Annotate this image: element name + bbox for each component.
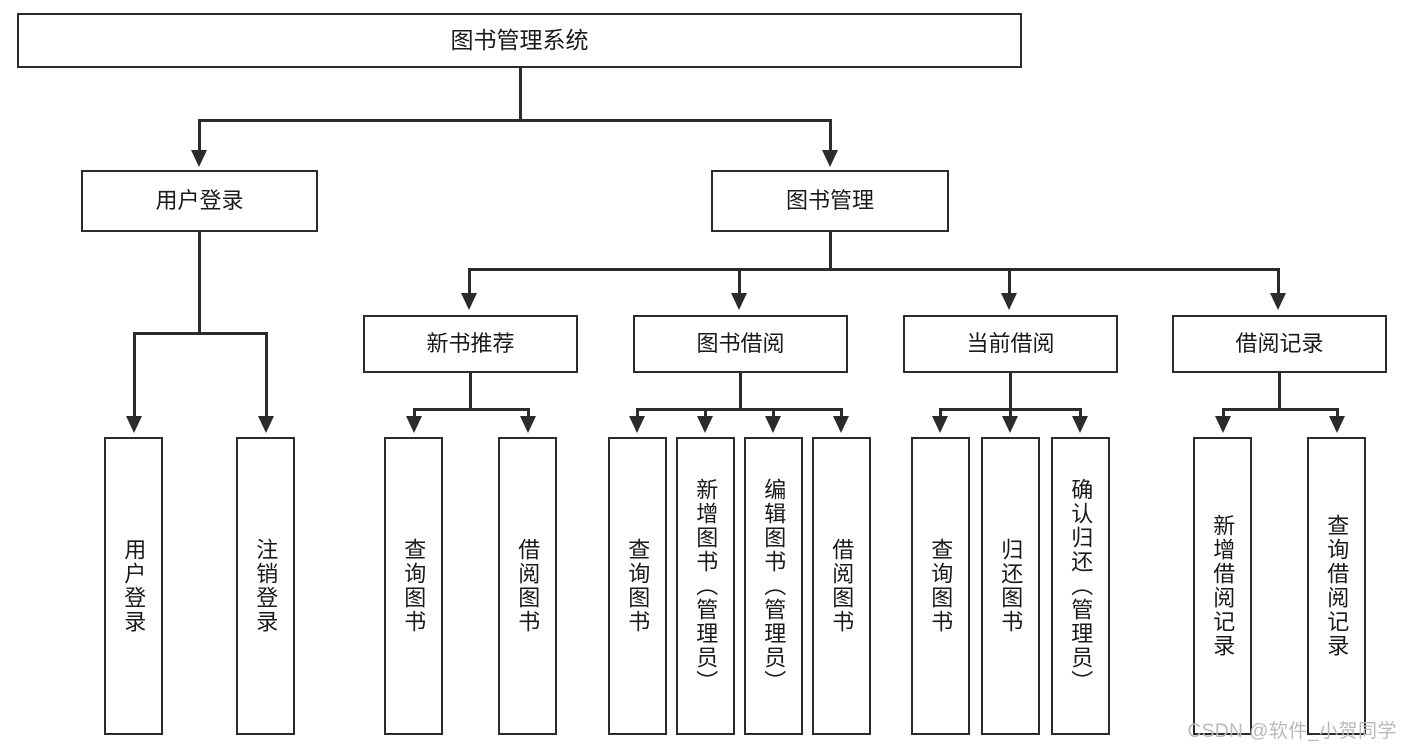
node-label: 借阅图书 [515, 538, 541, 634]
connector-book-mgmt-to-book-borrow [738, 268, 741, 295]
node-borrow-records[interactable]: 借阅记录 [1172, 315, 1387, 373]
node-label: 查询借阅记录 [1324, 514, 1350, 658]
connector-book-mgmt-bus [468, 268, 1280, 271]
connector-borrow-records-stem [1278, 373, 1281, 410]
connector-user-login-to-leaf-1 [133, 332, 136, 417]
node-label: 当前借阅 [966, 331, 1055, 357]
leaf-query-book-borrow[interactable]: 查询图书 [608, 437, 667, 735]
node-current-borrowing[interactable]: 当前借阅 [903, 315, 1118, 373]
node-root-system[interactable]: 图书管理系统 [17, 13, 1022, 68]
connector-root-stem [519, 68, 522, 121]
arrowhead-leaf-query-book-1 [406, 416, 422, 433]
arrowhead-current-borrow [1001, 293, 1017, 310]
connector-book-borrow-to-leaf-2 [704, 408, 707, 417]
node-label: 图书管理 [785, 188, 874, 214]
connector-root-bus [198, 119, 832, 122]
node-label: 查询图书 [625, 538, 651, 634]
connector-user-login-to-leaf-2 [265, 332, 268, 417]
leaf-query-book-new-rec[interactable]: 查询图书 [384, 437, 443, 735]
connector-borrow-records-bus [1222, 408, 1339, 411]
arrowhead-leaf-add-record [1215, 416, 1231, 433]
node-label: 新增借阅记录 [1210, 514, 1236, 658]
connector-current-borrow-to-leaf-3 [1079, 408, 1082, 417]
node-label: 新书推荐 [426, 331, 515, 357]
arrowhead-leaf-user-login [126, 416, 142, 433]
connector-user-login-stem [198, 232, 201, 334]
arrowhead-leaf-borrow-book-1 [520, 416, 536, 433]
node-user-login[interactable]: 用户登录 [81, 170, 318, 232]
leaf-edit-book-admin[interactable]: 编辑图书（管理员） [744, 437, 803, 735]
node-label: 编辑图书（管理员） [761, 478, 787, 694]
connector-new-book-bus [413, 408, 530, 411]
arrowhead-leaf-query-record [1329, 416, 1345, 433]
leaf-logout[interactable]: 注销登录 [236, 437, 295, 735]
node-label: 用户登录 [121, 538, 147, 634]
leaf-borrow-book-new-rec[interactable]: 借阅图书 [498, 437, 557, 735]
node-label: 注销登录 [253, 538, 279, 634]
watermark-text: CSDN @软件_小贺同学 [1187, 721, 1397, 742]
leaf-user-login[interactable]: 用户登录 [104, 437, 163, 735]
arrowhead-new-book-rec [461, 293, 477, 310]
node-label: 用户登录 [155, 188, 244, 214]
node-label: 查询图书 [401, 538, 427, 634]
node-new-book-recommendation[interactable]: 新书推荐 [363, 315, 578, 373]
connector-book-borrow-to-leaf-4 [840, 408, 843, 417]
arrowhead-leaf-add-book [697, 416, 713, 433]
node-book-borrowing[interactable]: 图书借阅 [633, 315, 848, 373]
arrowhead-borrow-records [1270, 293, 1286, 310]
connector-book-borrow-to-leaf-3 [772, 408, 775, 417]
connector-new-book-to-leaf-2 [527, 408, 530, 417]
connector-current-borrow-to-leaf-1 [939, 408, 942, 417]
arrowhead-leaf-confirm-return [1072, 416, 1088, 433]
leaf-query-book-current[interactable]: 查询图书 [911, 437, 970, 735]
connector-book-mgmt-to-new-book [468, 268, 471, 295]
leaf-query-borrow-record[interactable]: 查询借阅记录 [1307, 437, 1366, 735]
node-label: 图书借阅 [696, 331, 785, 357]
node-label: 借阅图书 [829, 538, 855, 634]
node-label: 归还图书 [998, 538, 1024, 634]
connector-book-borrow-stem [739, 373, 742, 410]
node-label: 确认归还（管理员） [1068, 478, 1094, 694]
connector-root-to-user-login [198, 119, 201, 151]
arrowhead-user-login [191, 150, 207, 167]
arrowhead-leaf-edit-book [765, 416, 781, 433]
node-label: 借阅记录 [1235, 331, 1324, 357]
connector-book-mgmt-to-current-borrow [1008, 268, 1011, 295]
node-label: 图书管理系统 [450, 27, 589, 54]
connector-user-login-bus [133, 332, 268, 335]
connector-current-borrow-stem [1009, 373, 1012, 410]
connector-current-borrow-to-leaf-2 [1009, 408, 1012, 417]
leaf-return-book[interactable]: 归还图书 [981, 437, 1040, 735]
arrowhead-leaf-borrow-book-2 [833, 416, 849, 433]
node-book-management[interactable]: 图书管理 [711, 170, 949, 232]
connector-book-mgmt-to-borrow-records [1277, 268, 1280, 295]
leaf-add-book-admin[interactable]: 新增图书（管理员） [676, 437, 735, 735]
arrowhead-leaf-query-book-2 [629, 416, 645, 433]
leaf-borrow-book[interactable]: 借阅图书 [812, 437, 871, 735]
connector-new-book-to-leaf-1 [413, 408, 416, 417]
connector-root-to-book-mgmt [829, 119, 832, 151]
connector-book-borrow-bus [636, 408, 843, 411]
arrowhead-leaf-logout [258, 416, 274, 433]
leaf-add-borrow-record[interactable]: 新增借阅记录 [1193, 437, 1252, 735]
connector-new-book-stem [469, 373, 472, 410]
connector-book-borrow-to-leaf-1 [636, 408, 639, 417]
arrowhead-leaf-query-book-3 [932, 416, 948, 433]
arrowhead-book-borrow [731, 293, 747, 310]
connector-borrow-records-to-leaf-2 [1336, 408, 1339, 417]
connector-borrow-records-to-leaf-1 [1222, 408, 1225, 417]
connector-book-mgmt-stem [829, 232, 832, 270]
node-label: 新增图书（管理员） [693, 478, 719, 694]
node-label: 查询图书 [928, 538, 954, 634]
arrowhead-leaf-return-book [1002, 416, 1018, 433]
arrowhead-book-mgmt [822, 150, 838, 167]
leaf-confirm-return-admin[interactable]: 确认归还（管理员） [1051, 437, 1110, 735]
